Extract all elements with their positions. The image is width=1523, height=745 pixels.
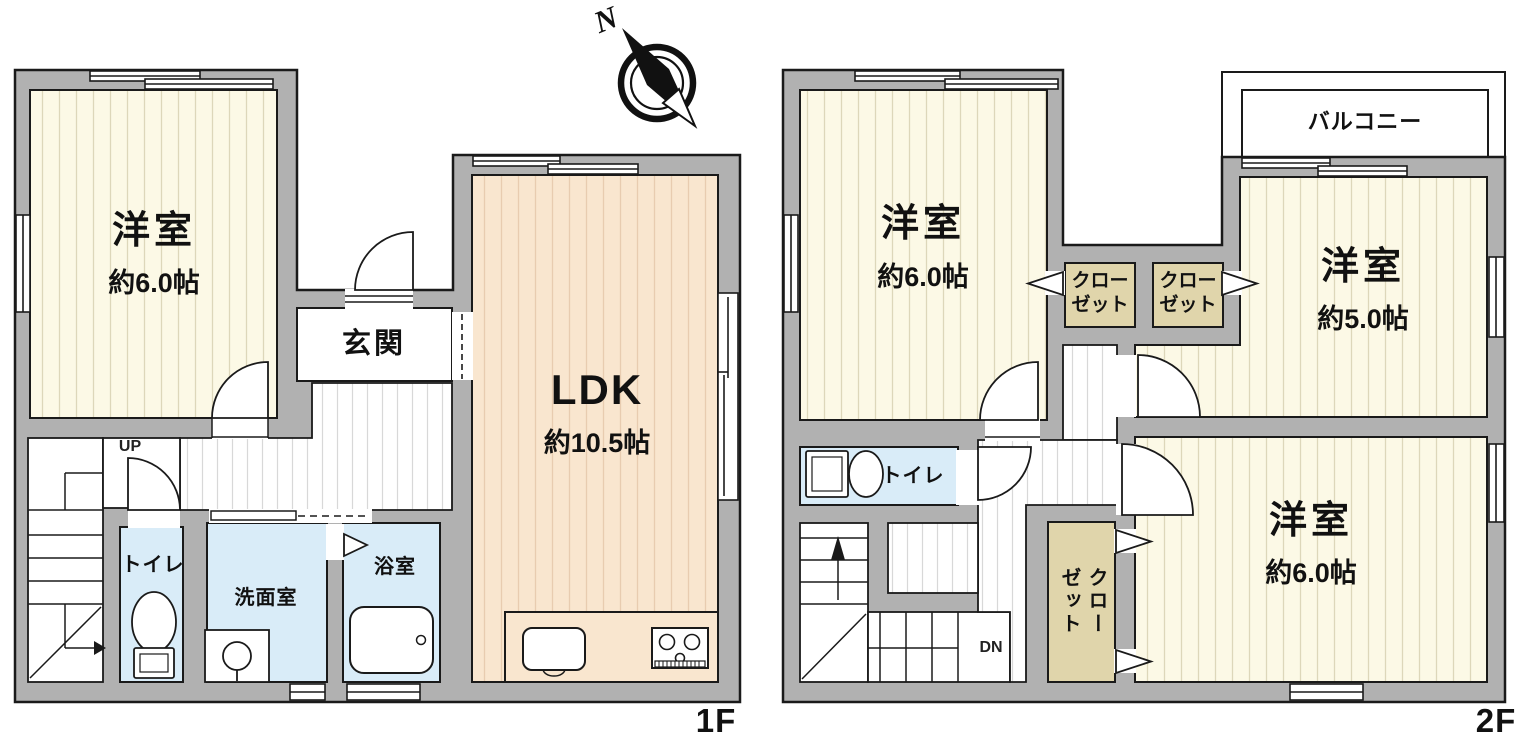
stairs-2f xyxy=(799,522,869,683)
label-1f-stairs-up: UP xyxy=(118,438,142,456)
door-arc-icon xyxy=(977,354,1201,516)
label-2f-closet2-line2: ゼット xyxy=(1159,294,1217,316)
window-icon xyxy=(15,70,739,701)
label-1f-entrance: 玄関 xyxy=(341,328,407,361)
kitchen-counter xyxy=(504,611,719,683)
bathtub-icon xyxy=(349,606,434,674)
label-2f-toilet: トイレ xyxy=(881,465,945,487)
washbasin-icon xyxy=(204,629,270,683)
compass-icon xyxy=(617,28,698,129)
hallway-upper-2f xyxy=(1062,344,1118,441)
room-western1-2f xyxy=(799,89,1048,421)
room-entrance-1f xyxy=(296,307,453,382)
label-floor2: 2F xyxy=(1475,701,1517,739)
toilet-icon xyxy=(805,450,884,498)
stair-arrow-icon xyxy=(94,641,106,655)
stove-icon xyxy=(651,627,709,669)
folding-door-arrow-icon xyxy=(1025,270,1260,675)
window-icon xyxy=(783,70,1505,701)
door-openings-1f xyxy=(128,289,473,560)
label-2f-balcony: バルコニー xyxy=(1307,108,1423,134)
label-2f-western1-name: 洋室 xyxy=(880,203,966,246)
stair-arrow-icon xyxy=(831,536,845,560)
room-western3-2f xyxy=(1134,436,1488,683)
label-1f-ldk-name: LDK xyxy=(550,365,644,413)
label-1f-toilet: トイレ xyxy=(121,554,185,576)
stair-treads-1f xyxy=(28,472,103,679)
floor1-plan xyxy=(13,68,742,704)
toilet-icon xyxy=(131,591,177,679)
label-2f-closet3: クローゼット xyxy=(1058,566,1107,636)
label-2f-closet1-line1: クロー xyxy=(1071,270,1129,292)
door-arc-icon xyxy=(127,231,414,511)
label-1f-washroom: 洗面室 xyxy=(234,587,298,609)
balcony-outline xyxy=(1221,71,1506,159)
label-1f-western-name: 洋室 xyxy=(111,210,197,253)
closet1-2f xyxy=(1064,262,1136,328)
label-1f-bathroom: 浴室 xyxy=(374,556,416,578)
hallway-pocket-2f xyxy=(887,522,979,594)
kitchen-sink-icon xyxy=(522,627,586,677)
label-floor1: 1F xyxy=(695,701,737,739)
closet3-2f xyxy=(1047,521,1116,683)
stair-treads-2f xyxy=(800,537,959,682)
label-2f-western2-area: 約5.0帖 xyxy=(1317,304,1409,335)
label-2f-closet1-line2: ゼット xyxy=(1071,294,1129,316)
label-2f-western1-area: 約6.0帖 xyxy=(877,262,969,293)
label-1f-ldk-area: 約10.5帖 xyxy=(543,428,651,459)
label-2f-stairs-dn: DN xyxy=(979,639,1003,657)
label-1f-western-area: 約6.0帖 xyxy=(108,268,200,299)
floor2-plan xyxy=(781,68,1507,704)
folding-door-arrow-icon xyxy=(343,532,370,558)
label-2f-western2-name: 洋室 xyxy=(1320,246,1406,289)
label-2f-closet2-line1: クロー xyxy=(1159,270,1217,292)
label-2f-western3-name: 洋室 xyxy=(1268,500,1354,543)
label-2f-western3-area: 約6.0帖 xyxy=(1265,558,1357,589)
stair-run-2f xyxy=(867,611,1011,683)
room-western-1f xyxy=(29,89,278,419)
